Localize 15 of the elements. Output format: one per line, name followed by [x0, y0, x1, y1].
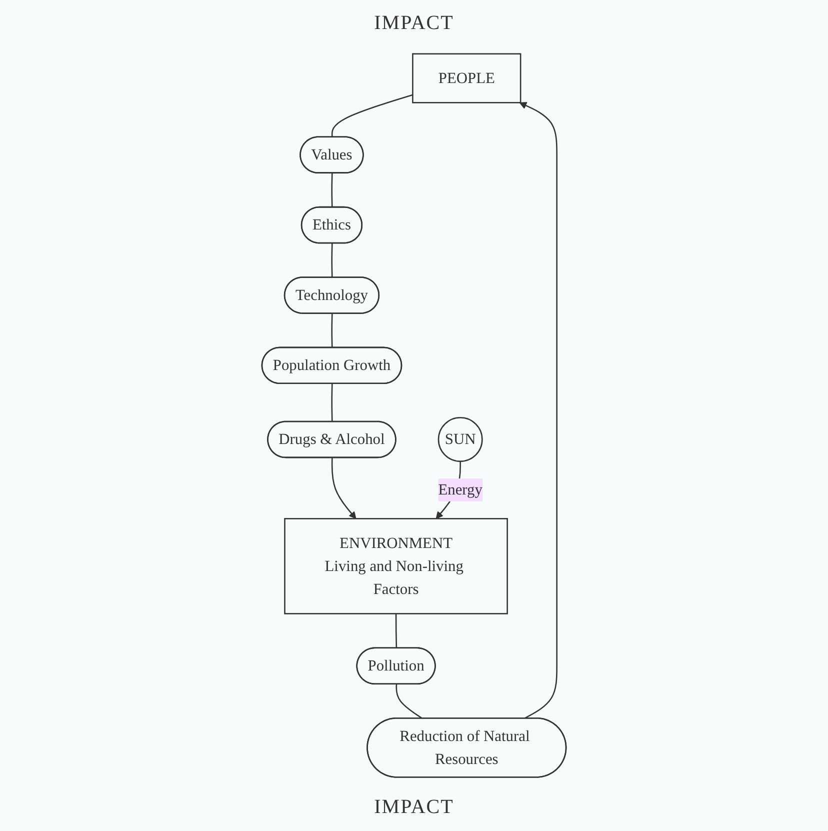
- node-box: ENVIRONMENT Living and Non-living Factors: [284, 518, 508, 614]
- node-circle: SUN: [438, 417, 483, 462]
- edge-label: Energy: [438, 480, 482, 498]
- connector: [331, 314, 333, 348]
- node-box: PEOPLE: [412, 53, 522, 104]
- arrow: [519, 102, 558, 720]
- arrow: [331, 458, 356, 519]
- connector: [331, 384, 333, 422]
- connector: [331, 173, 333, 208]
- impact-label: IMPACT: [374, 796, 454, 819]
- impact-label: IMPACT: [374, 12, 454, 35]
- connector: [396, 684, 423, 720]
- connector: [395, 614, 398, 648]
- connector: [331, 243, 333, 278]
- connector: [331, 94, 413, 138]
